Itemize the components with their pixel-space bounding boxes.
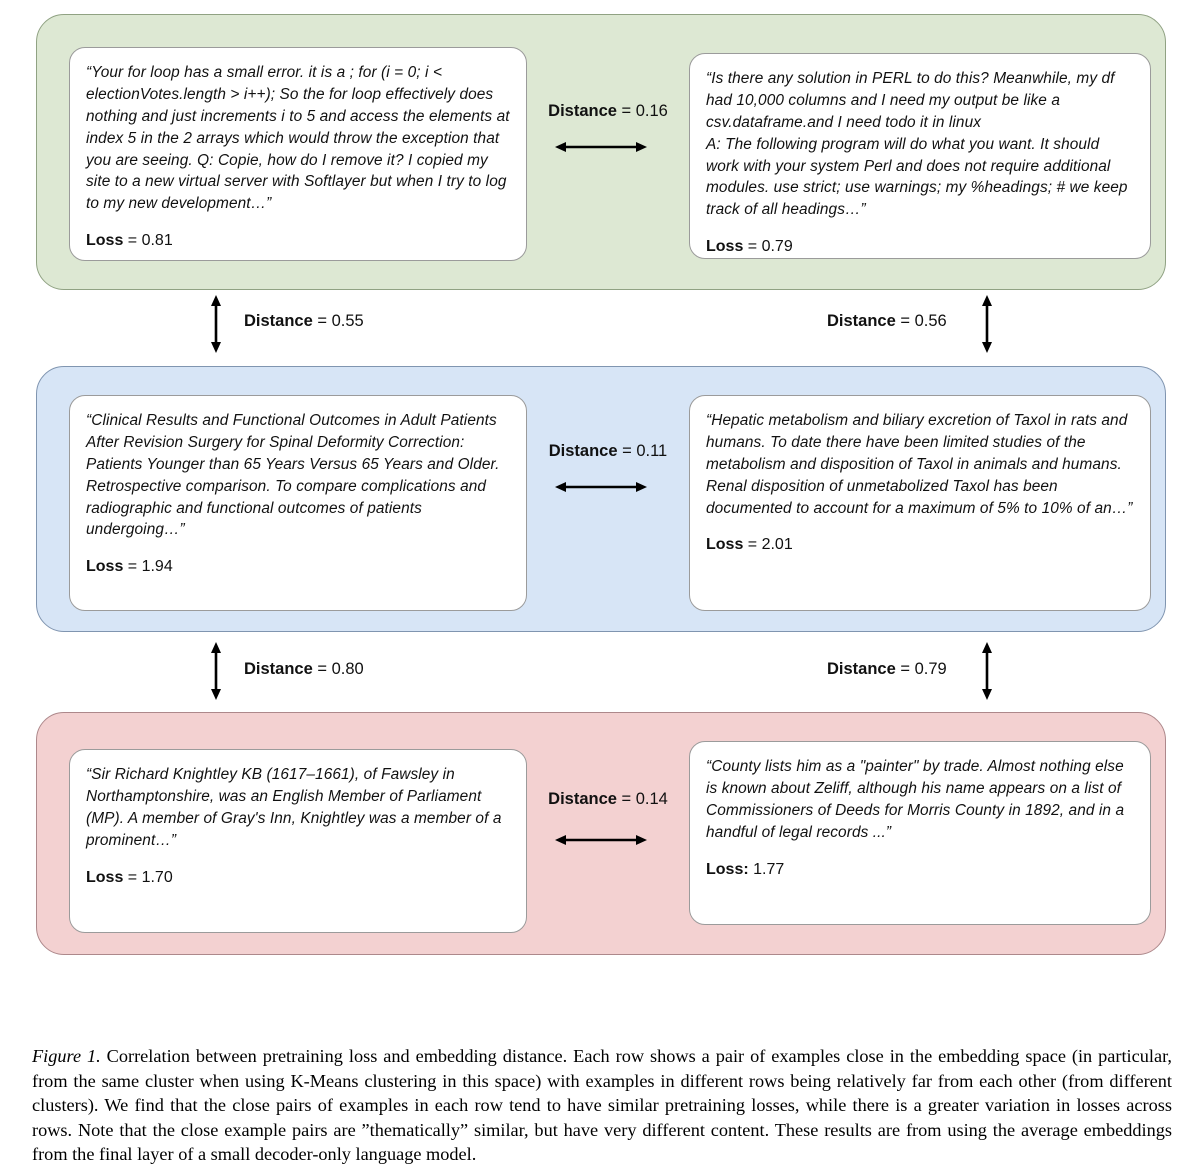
distance-label: Distance — [548, 442, 618, 460]
loss-line: Loss = 1.94 — [86, 558, 510, 576]
example-quote: “County lists him as a "painter" by trad… — [706, 758, 1129, 841]
example-quote: “Sir Richard Knightley KB (1617–1661), o… — [86, 766, 506, 849]
loss-label: Loss — [86, 868, 124, 886]
loss-label: Loss — [706, 238, 744, 256]
example-quote: “Is there any solution in PERL to do thi… — [706, 70, 1128, 219]
loss-value: = 0.79 — [743, 238, 793, 256]
horizontal-double-arrow-icon — [553, 479, 649, 495]
loss-line: Loss = 2.01 — [706, 536, 1134, 554]
example-quote: “Your for loop has a small error. it is … — [86, 64, 514, 213]
loss-value: 1.77 — [748, 860, 785, 878]
row-distance-left-2: Distance = 0.80 — [244, 660, 364, 679]
loss-label: Loss: — [706, 860, 749, 878]
distance-value: = 0.56 — [895, 312, 947, 330]
example-quote: “Clinical Results and Functional Outcome… — [86, 412, 504, 539]
loss-value: = 1.94 — [123, 558, 173, 576]
example-box-green-left: “Your for loop has a small error. it is … — [69, 47, 527, 261]
distance-label: Distance — [827, 660, 896, 678]
cluster-row-blue: “Clinical Results and Functional Outcome… — [36, 366, 1166, 632]
row-distance-right-2: Distance = 0.79 — [827, 660, 947, 679]
loss-line: Loss = 0.81 — [86, 232, 510, 250]
horizontal-double-arrow-icon — [553, 139, 649, 155]
distance-value: = 0.79 — [895, 660, 947, 678]
distance-label: Distance — [548, 102, 617, 120]
pair-distance-row2: Distance = 0.11 — [549, 442, 667, 461]
horizontal-double-arrow-icon — [553, 832, 649, 848]
loss-label: Loss — [86, 232, 124, 250]
distance-value: = 0.55 — [312, 312, 364, 330]
example-box-pink-left: “Sir Richard Knightley KB (1617–1661), o… — [69, 749, 527, 933]
distance-label: Distance — [244, 660, 313, 678]
loss-value: = 1.70 — [123, 868, 173, 886]
vertical-double-arrow-icon — [979, 294, 995, 354]
distance-value: = 0.11 — [617, 442, 668, 460]
loss-line: Loss = 1.70 — [86, 869, 510, 887]
example-box-green-right: “Is there any solution in PERL to do thi… — [689, 53, 1151, 259]
distance-value: = 0.14 — [616, 790, 668, 808]
figure-caption: Figure 1. Correlation between pretrainin… — [32, 1044, 1172, 1167]
example-box-blue-left: “Clinical Results and Functional Outcome… — [69, 395, 527, 611]
caption-figure-label: Figure 1. — [32, 1046, 101, 1066]
loss-label: Loss — [706, 536, 744, 554]
distance-value: = 0.80 — [312, 660, 364, 678]
row-distance-left-1: Distance = 0.55 — [244, 312, 364, 331]
vertical-double-arrow-icon — [208, 294, 224, 354]
example-box-blue-right: “Hepatic metabolism and biliary excretio… — [689, 395, 1151, 611]
pair-distance-row3: Distance = 0.14 — [548, 790, 668, 809]
cluster-row-green: “Your for loop has a small error. it is … — [36, 14, 1166, 290]
cluster-row-pink: “Sir Richard Knightley KB (1617–1661), o… — [36, 712, 1166, 955]
loss-label: Loss — [86, 558, 124, 576]
loss-value: = 2.01 — [743, 536, 793, 554]
example-quote: “Hepatic metabolism and biliary excretio… — [706, 412, 1133, 517]
distance-label: Distance — [244, 312, 313, 330]
row-distance-right-1: Distance = 0.56 — [827, 312, 947, 331]
distance-label: Distance — [548, 790, 617, 808]
pair-distance-row1: Distance = 0.16 — [548, 102, 668, 121]
vertical-double-arrow-icon — [979, 641, 995, 701]
distance-label: Distance — [827, 312, 896, 330]
loss-line: Loss = 0.79 — [706, 238, 1134, 256]
example-box-pink-right: “County lists him as a "painter" by trad… — [689, 741, 1151, 925]
distance-value: = 0.16 — [616, 102, 668, 120]
caption-text: Correlation between pretraining loss and… — [32, 1046, 1172, 1165]
vertical-double-arrow-icon — [208, 641, 224, 701]
loss-line: Loss: 1.77 — [706, 861, 1134, 879]
loss-value: = 0.81 — [123, 232, 173, 250]
